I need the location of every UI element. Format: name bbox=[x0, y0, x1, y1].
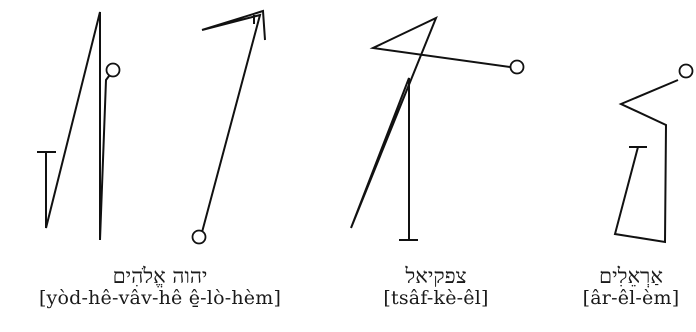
transliteration-tzaphkiel: [tsâf-kè-êl] bbox=[366, 288, 506, 310]
sigil-tzaphkiel-end-circle bbox=[511, 61, 524, 74]
sigil-tzaphkiel-stroke bbox=[351, 18, 510, 240]
sigil-yhvh-second-stroke bbox=[201, 11, 265, 236]
label-tzaphkiel: צפקיאל [tsâf-kè-êl] bbox=[366, 264, 506, 310]
sigil-tzaphkiel bbox=[351, 18, 524, 240]
sigil-yhvh-stroke-right bbox=[100, 72, 112, 240]
hebrew-name-yhvh-elohim: יהוה אֱלֹהִים bbox=[10, 264, 310, 288]
hebrew-name-aralim: אַרְאֵלִים bbox=[572, 264, 690, 288]
transliteration-aralim: [âr-êl-èm] bbox=[572, 288, 690, 310]
sigil-aralim-end-circle bbox=[680, 65, 693, 78]
sigil-aralim bbox=[615, 65, 693, 243]
sigil-yhvh-end-circle bbox=[107, 64, 120, 77]
hebrew-name-tzaphkiel: צפקיאל bbox=[366, 264, 506, 288]
sigil-yhvh-stroke-left bbox=[46, 12, 100, 240]
label-aralim: אַרְאֵלִים [âr-êl-èm] bbox=[572, 264, 690, 310]
sigil-yhvh-elohim bbox=[37, 11, 265, 244]
label-yhvh-elohim: יהוה אֱלֹהִים [yòd-hê-vâv-hê ê̱-lò-hèm] bbox=[10, 264, 310, 310]
transliteration-yhvh-elohim: [yòd-hê-vâv-hê ê̱-lò-hèm] bbox=[10, 288, 310, 310]
sigil-aralim-stroke bbox=[615, 80, 678, 242]
sigil-yhvh-second-circle bbox=[193, 231, 206, 244]
